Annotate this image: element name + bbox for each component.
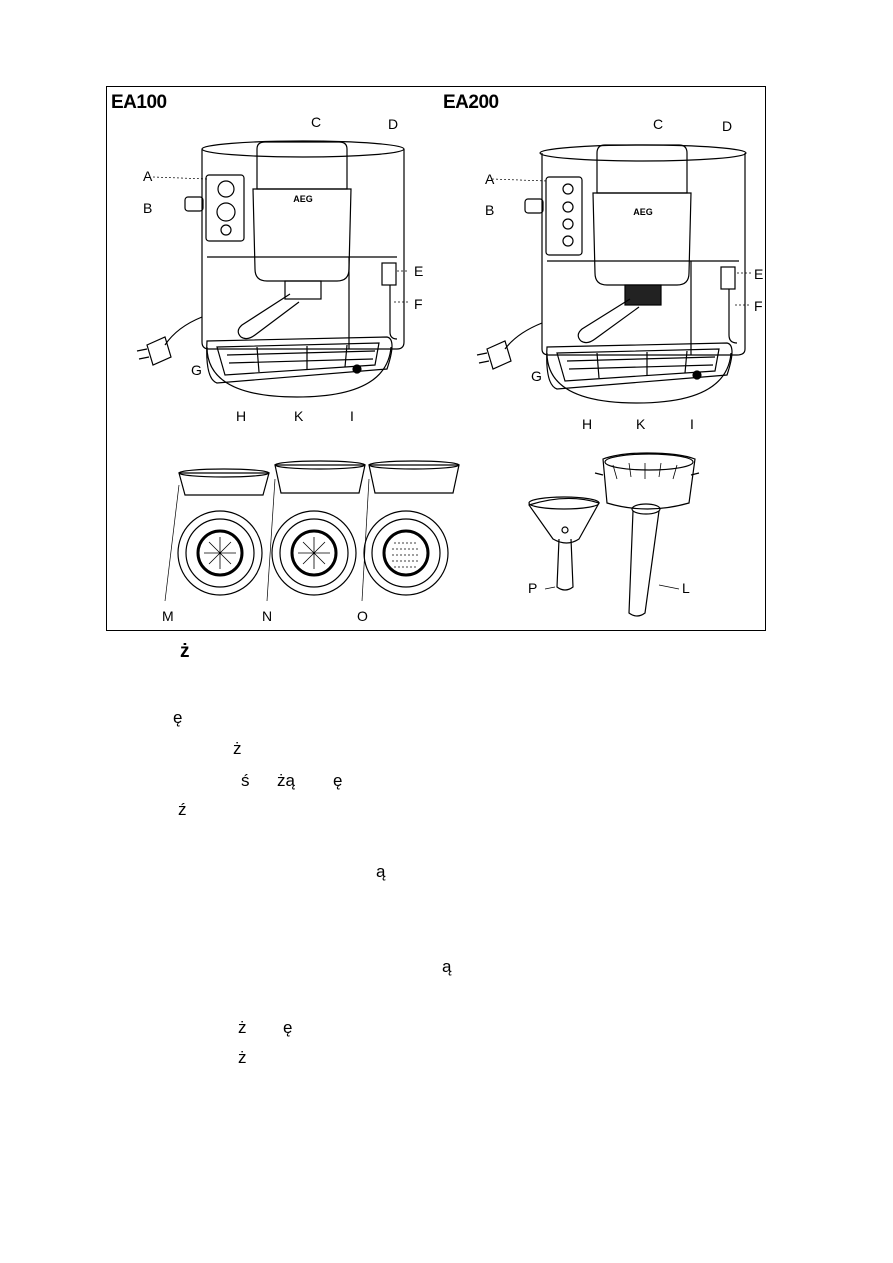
ea200-callout-e: E bbox=[754, 266, 764, 282]
text-fragment: ż bbox=[238, 1018, 247, 1037]
ea100-callout-f: F bbox=[414, 296, 423, 312]
filter-callout-o: O bbox=[357, 608, 368, 624]
ea200-callout-h: H bbox=[582, 416, 593, 432]
ea200-machine: AEG bbox=[476, 144, 747, 404]
ea200-callout-i: I bbox=[690, 416, 694, 432]
ea100-callout-c: C bbox=[311, 114, 322, 130]
ea100-callout-h: H bbox=[236, 408, 247, 424]
ea100-callout-b: B bbox=[143, 200, 153, 216]
figure-frame: A E G bbox=[106, 86, 766, 631]
filter-inserts bbox=[164, 460, 460, 602]
ea200-callout-g: G bbox=[531, 368, 542, 384]
text-fragment: ż bbox=[180, 641, 190, 662]
text-fragment: ź bbox=[178, 800, 187, 819]
ea200-callout-k: K bbox=[636, 416, 646, 432]
accessory-callout-l: L bbox=[682, 580, 690, 596]
ea200-callout-b: B bbox=[485, 202, 495, 218]
text-fragment: ż bbox=[238, 1048, 247, 1067]
text-fragment: ę bbox=[333, 771, 343, 790]
ea200-brand-label: AEG bbox=[633, 207, 653, 217]
ea100-callout-a: A bbox=[143, 168, 153, 184]
ea200-callout-c: C bbox=[653, 116, 664, 132]
text-fragment: ą bbox=[376, 862, 386, 881]
coffee-machine-illustration: A E G bbox=[136, 140, 751, 617]
text-fragment: ś bbox=[241, 771, 250, 790]
ea100-callout-i: I bbox=[350, 408, 354, 424]
filter-callout-m: M bbox=[162, 608, 174, 624]
ea200-title: EA200 bbox=[443, 92, 499, 113]
ea100-callout-g: G bbox=[191, 362, 202, 378]
ea200-callout-a: A bbox=[485, 171, 495, 187]
text-fragment: ę bbox=[173, 708, 183, 727]
ea100-machine: AEG bbox=[136, 140, 405, 398]
text-fragment: ę bbox=[283, 1018, 293, 1037]
callout-leaders bbox=[152, 176, 751, 306]
ea100-brand-label: AEG bbox=[293, 194, 313, 204]
ea200-callout-d: D bbox=[722, 118, 733, 134]
ea100-title: EA100 bbox=[111, 92, 167, 113]
ea100-callout-e: E bbox=[414, 263, 424, 279]
ea100-callout-k: K bbox=[294, 408, 304, 424]
accessories bbox=[528, 452, 700, 617]
ea100-callout-d: D bbox=[388, 116, 399, 132]
filter-callout-n: N bbox=[262, 608, 273, 624]
accessory-callout-p: P bbox=[528, 580, 538, 596]
text-fragment: ż bbox=[233, 739, 242, 758]
ea200-callout-f: F bbox=[754, 298, 763, 314]
text-fragment: ą bbox=[442, 957, 452, 976]
text-fragment: żą bbox=[277, 771, 295, 790]
